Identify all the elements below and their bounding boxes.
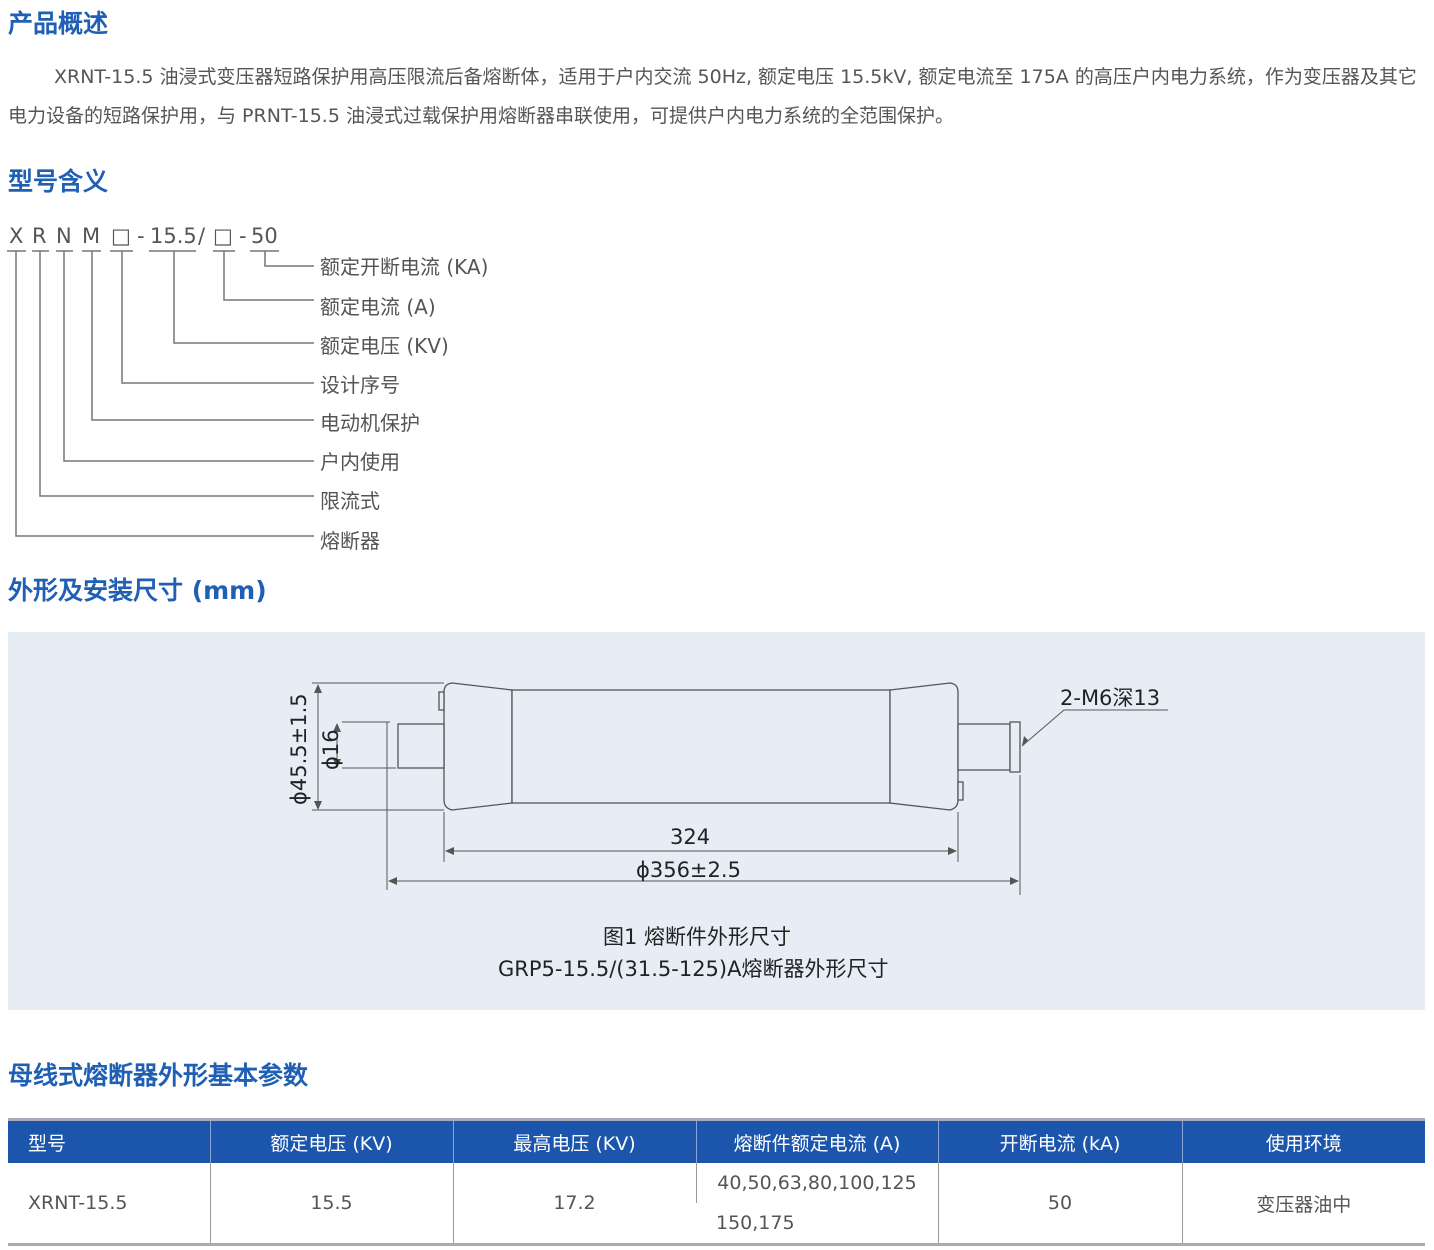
code-part-dash: - [137,224,145,248]
code-part-dash: - [239,224,247,248]
code-part-n: N [56,224,72,248]
fuse-right-cap [889,682,959,811]
code-part-x: X [9,224,23,248]
cell-model: XRNT-15.5 [28,1192,128,1214]
model-code-diagram: X R N M □ - 15.5 / □ - 50 额定开断电流 (KA) 额定… [7,224,488,553]
header-rated-voltage: 额定电压 (KV) [209,1118,453,1163]
code-part-current-box: □ [213,224,233,248]
drawing-caption-1: 图1 熔断件外形尺寸 [603,925,791,949]
cell-rated-voltage: 15.5 [209,1163,453,1245]
cell-breaking-current: 50 [937,1163,1182,1245]
section-title-dimensions: 外形及安装尺寸 (mm) [8,576,267,605]
section-title-params: 母线式熔断器外形基本参数 [8,1061,309,1090]
fuse-right-stub [957,723,1011,771]
code-label-design-no: 设计序号 [320,373,400,397]
code-label-fuse: 熔断器 [320,529,380,553]
fuse-left-stub [397,723,445,769]
code-label-breaking-current: 额定开断电流 (KA) [320,255,488,279]
dim-stub-diameter: ϕ16 [319,729,343,770]
header-max-voltage: 最高电压 (KV) [452,1118,696,1163]
code-part-design-box: □ [111,224,131,248]
code-label-motor-protection: 电动机保护 [320,411,420,435]
dim-outer-diameter: ϕ45.5±1.5 [287,693,311,805]
code-label-rated-voltage: 额定电压 (KV) [320,334,449,358]
fuse-body [511,689,891,804]
cell-environment: 变压器油中 [1181,1163,1425,1245]
fuse-dimension-drawing: ϕ45.5±1.5 ϕ16 324 ϕ356±2.5 2-M6深13 图1 熔断… [287,682,1168,981]
fuse-left-cap [443,682,513,811]
code-label-rated-current: 额定电流 (A) [320,295,436,319]
code-part-breaking: 50 [251,224,278,248]
cell-rated-current-2: 150,175 [716,1212,795,1234]
code-part-voltage: 15.5 [150,224,197,248]
code-part-slash: / [198,224,206,248]
cell-rated-current-1: 40,50,63,80,100,125 [695,1163,938,1203]
thread-note: 2-M6深13 [1060,686,1160,710]
code-label-current-limiting: 限流式 [320,489,380,513]
dim-body-length: 324 [670,825,710,849]
table-header-row: 型号 额定电压 (KV) 最高电压 (KV) 熔断件额定电流 (A) 开断电流 … [8,1118,1425,1163]
header-model: 型号 [8,1118,210,1163]
section-title-overview: 产品概述 [8,9,109,38]
section-title-model: 型号含义 [8,167,109,196]
params-table: 型号 额定电压 (KV) 最高电压 (KV) 熔断件额定电流 (A) 开断电流 … [8,1118,1425,1246]
dim-total-length: ϕ356±2.5 [636,858,741,882]
header-rated-current: 熔断件额定电流 (A) [695,1118,938,1163]
cell-max-voltage: 17.2 [452,1163,696,1245]
table-row: XRNT-15.5 15.5 17.2 40,50,63,80,100,125 … [8,1163,1425,1245]
overview-paragraph: XRNT-15.5 油浸式变压器短路保护用高压限流后备熔断体，适用于户内交流 5… [8,66,1417,127]
code-part-r: R [32,224,47,248]
header-environment: 使用环境 [1181,1118,1425,1163]
header-breaking-current: 开断电流 (kA) [937,1118,1182,1163]
fuse-nut [1009,721,1021,773]
drawing-caption-2: GRP5-15.5/(31.5-125)A熔断器外形尺寸 [498,957,888,981]
code-label-indoor: 户内使用 [320,450,400,474]
table-row: 150,175 [8,1203,1425,1245]
code-part-m: M [82,224,100,248]
